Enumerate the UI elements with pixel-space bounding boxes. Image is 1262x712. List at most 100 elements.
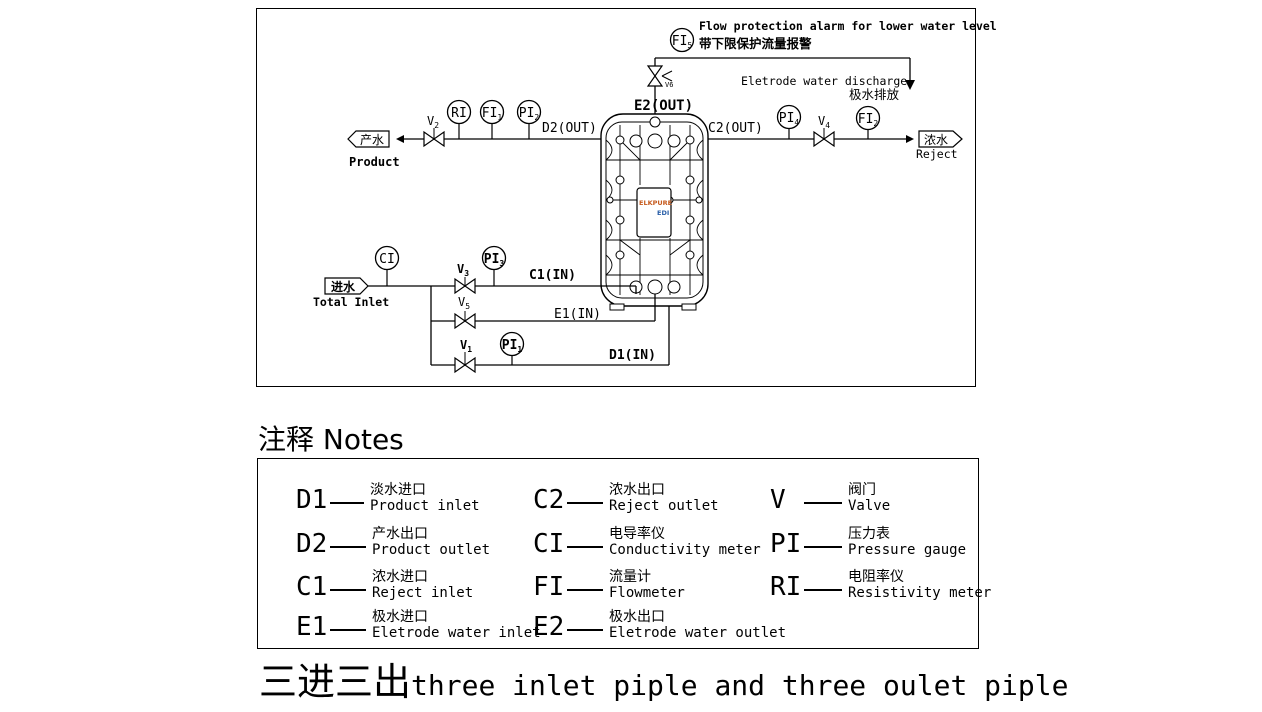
edi-piping-diagram: Flow protection alarm for lower water le… — [313, 19, 997, 374]
note-dash — [330, 502, 364, 504]
e1-in-label: E1(IN) — [554, 307, 601, 322]
note-en: Reject outlet — [609, 498, 719, 514]
c1-in-label: C1(IN) — [529, 268, 576, 283]
fi2-flowmeter: FI2 — [855, 105, 881, 139]
e2-out-label: E2(OUT) — [634, 98, 693, 114]
note-zh: 极水出口 — [609, 609, 665, 625]
fi1-flowmeter: FI1 — [479, 99, 505, 139]
note-code: CI — [533, 529, 565, 559]
note-code: PI — [770, 529, 802, 559]
reject-outlet-tag — [918, 130, 963, 148]
notes-title: 注释 Notes — [258, 423, 404, 456]
ri-resistivity-meter: RI — [446, 99, 472, 139]
electrode-discharge-label-zh: 极水排放 — [849, 87, 900, 102]
note-code: C1 — [296, 572, 328, 602]
note-en: Conductivity meter — [609, 542, 761, 558]
note-zh: 阀门 — [848, 482, 876, 498]
note-en: Resistivity meter — [848, 585, 992, 601]
note-zh: 浓水出口 — [609, 482, 665, 498]
product-arrow-icon — [396, 135, 404, 143]
note-code: D1 — [296, 485, 328, 515]
svg-text:V1: V1 — [460, 338, 472, 354]
note-en: Flowmeter — [609, 585, 685, 601]
svg-text:PI1: PI1 — [502, 338, 523, 354]
note-zh: 电阻率仪 — [848, 569, 904, 585]
v2-valve: V2 — [423, 114, 445, 148]
flow-alarm-label-zh: 带下限保护流量报警 — [699, 36, 812, 51]
note-dash — [567, 629, 603, 631]
pi4-pressure-gauge: PI4 — [776, 104, 802, 139]
note-zh: 流量计 — [609, 569, 651, 585]
note-zh: 电导率仪 — [609, 526, 665, 542]
note-code: D2 — [296, 529, 328, 559]
note-dash — [804, 546, 842, 548]
svg-text:V3: V3 — [457, 262, 469, 278]
note-dash — [804, 502, 842, 504]
piping-diagram-frame — [256, 8, 976, 387]
svg-text:PI3: PI3 — [484, 252, 505, 268]
svg-text:V6: V6 — [665, 81, 673, 89]
footer-caption: 三进三出three inlet piple and three oulet pi… — [259, 660, 1068, 712]
note-dash — [567, 589, 603, 591]
note-en: Eletrode water inlet — [372, 625, 541, 641]
note-dash — [804, 589, 842, 591]
note-en: Eletrode water outlet — [609, 625, 787, 641]
c2-out-label: C2(OUT) — [708, 121, 763, 136]
footer-zh: 三进三出 — [259, 660, 412, 704]
svg-text:FI2: FI2 — [858, 112, 879, 128]
v3-valve: V3 — [454, 262, 476, 295]
pi2-pressure-gauge: PI2 — [516, 99, 542, 139]
note-en: Pressure gauge — [848, 542, 967, 558]
reject-label-zh: 浓水 — [924, 133, 948, 147]
d1-in-label: D1(IN) — [609, 348, 656, 363]
discharge-arrow-icon — [905, 80, 915, 90]
note-code: E1 — [296, 612, 328, 642]
note-code: FI — [533, 572, 565, 602]
svg-text:RI: RI — [451, 106, 467, 121]
svg-text:V2: V2 — [427, 114, 439, 130]
product-outlet-tag — [347, 130, 390, 148]
d2-out-label: D2(OUT) — [542, 121, 597, 136]
module-brand: ELKPURE — [639, 199, 672, 207]
note-dash — [330, 546, 366, 548]
reject-arrow-icon — [906, 135, 914, 143]
note-dash — [330, 629, 366, 631]
note-zh: 浓水进口 — [372, 569, 428, 585]
fi5-flowmeter: FI5 — [669, 27, 695, 53]
note-code: RI — [770, 572, 802, 602]
svg-text:PI4: PI4 — [779, 111, 800, 127]
footer-en: three inlet piple and three oulet piple — [411, 669, 1069, 702]
notes-legend: D1 淡水进口 Product inlet D2 产水出口 Product ou… — [257, 458, 991, 649]
svg-text:V5: V5 — [458, 295, 470, 311]
v6-valve: V6 — [646, 65, 673, 89]
v1-valve: V1 — [454, 338, 476, 374]
inlet-label-zh: 进水 — [331, 279, 356, 294]
v4-valve: V4 — [813, 114, 835, 148]
svg-text:PI2: PI2 — [519, 106, 540, 122]
note-en: Reject inlet — [372, 585, 474, 601]
module-type: EDI — [657, 209, 669, 217]
ci-conductivity-meter: CI — [374, 245, 400, 286]
edi-module: ELKPURE EDI — [600, 113, 709, 311]
v5-valve: V5 — [454, 295, 476, 330]
note-zh: 压力表 — [848, 526, 890, 542]
product-label-zh: 产水 — [360, 133, 384, 147]
note-en: Product outlet — [372, 542, 491, 558]
flow-alarm-label-en: Flow protection alarm for lower water le… — [699, 19, 997, 33]
note-dash — [330, 589, 366, 591]
note-zh: 产水出口 — [372, 526, 428, 542]
pi1-pressure-gauge: PI1 — [499, 331, 525, 365]
product-label-en: Product — [349, 155, 400, 169]
note-code: V — [770, 485, 786, 515]
svg-text:V4: V4 — [818, 114, 830, 130]
note-zh: 淡水进口 — [370, 482, 426, 498]
svg-text:FI5: FI5 — [672, 34, 693, 50]
pi3-pressure-gauge: PI3 — [481, 245, 507, 286]
note-dash — [567, 546, 603, 548]
note-dash — [567, 502, 603, 504]
note-code: C2 — [533, 485, 565, 515]
note-en: Product inlet — [370, 498, 480, 514]
note-zh: 极水进口 — [372, 609, 428, 625]
electrode-discharge-label-en: Eletrode water discharge — [741, 74, 907, 88]
note-en: Valve — [848, 498, 891, 514]
